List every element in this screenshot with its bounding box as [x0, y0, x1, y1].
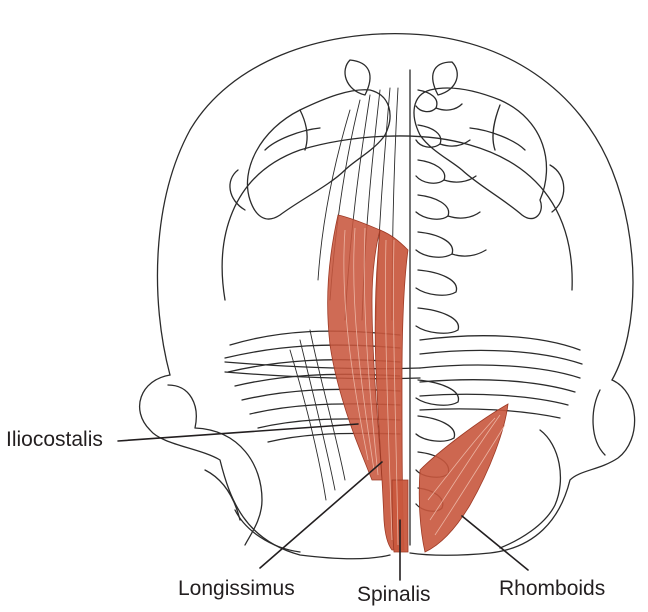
rhomboids-muscle: [419, 404, 508, 552]
erector-spinae-muscles: [328, 215, 508, 552]
right-elbow-detail: [500, 390, 605, 548]
ribs: [225, 331, 582, 442]
left-scapula: [247, 90, 390, 219]
iliocostalis-label: Iliocostalis: [6, 429, 103, 450]
left-elbow-detail: [168, 385, 262, 545]
rhomboids-leader-line: [462, 516, 528, 570]
longissimus-label: Longissimus: [178, 578, 295, 599]
spinalis-label: Spinalis: [357, 584, 431, 605]
longissimus-leader-line: [260, 462, 382, 568]
rhomboids-label: Rhomboids: [499, 578, 605, 599]
